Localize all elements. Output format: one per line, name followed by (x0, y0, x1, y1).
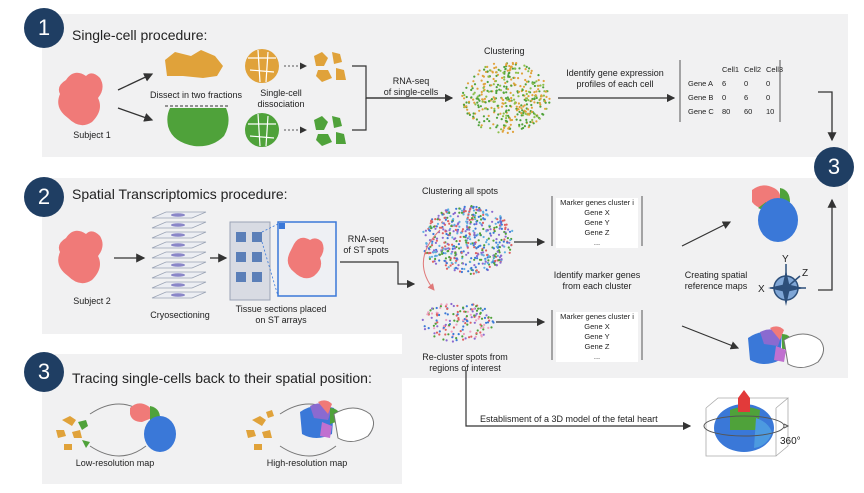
axis-x-label: X (758, 284, 765, 295)
reference-map-bottom-icon (748, 326, 824, 368)
deg360-label: 360° (780, 436, 801, 447)
expression-value: 0 (766, 79, 771, 88)
high-res-label: High-resolution map (266, 458, 348, 468)
rnaseq-st-label: RNA-seq of ST spots (343, 234, 389, 255)
orange-cells-icon (245, 49, 279, 83)
clustering-all-label: Clustering all spots (422, 186, 499, 196)
marker-box-title: Marker genes cluster i (560, 312, 634, 321)
3d-heart-model-icon (703, 390, 790, 457)
reference-map-top-icon (752, 185, 798, 242)
high-res-map-icon (246, 400, 374, 457)
marker-gene: ... (593, 238, 601, 247)
expression-value: 60 (744, 107, 753, 116)
green-dissociated-icon (314, 116, 346, 146)
green-fraction-icon (167, 108, 229, 147)
establish-3d-label: Establisment of a 3D model of the fetal … (480, 414, 658, 424)
st-cluster-scatter (422, 205, 514, 275)
expression-value: 6 (744, 93, 749, 102)
clustering-label: Clustering (484, 46, 525, 56)
expression-value: 0 (722, 93, 727, 102)
identify-markers-label: Identify marker genes from each cluster (553, 270, 641, 291)
axis-y-label: Y (782, 254, 789, 265)
st-array-icon (229, 221, 337, 301)
sc-dissociation-label: Single-cell dissociation (257, 88, 305, 109)
creating-maps-label: Creating spatial reference maps (684, 270, 748, 291)
identify-profiles-label: Identify gene expression profiles of eac… (566, 68, 664, 89)
subject1-label: Subject 1 (73, 130, 111, 140)
gene-name: Gene B (688, 93, 714, 102)
compass-icon (768, 264, 806, 306)
step-badge-1: 1 (24, 8, 64, 48)
dissect-label: Dissect in two fractions (150, 90, 243, 100)
tissue-sections-label: Tissue sections placed on ST arrays (235, 304, 327, 325)
marker-gene: Gene Y (584, 332, 610, 341)
step-badge-2: 2 (24, 177, 64, 217)
subject2-heart-icon (58, 230, 103, 284)
gene-name: Gene A (688, 79, 714, 88)
expression-header-cell: Cell1 (722, 65, 740, 74)
gene-name: Gene C (688, 107, 714, 116)
sc-cluster-scatter (461, 61, 551, 134)
expression-value: 0 (744, 79, 749, 88)
green-cells-icon (245, 113, 279, 147)
expression-value: 0 (766, 93, 771, 102)
orange-fraction-icon (165, 50, 223, 78)
marker-gene: ... (593, 352, 601, 361)
cryosectioning-label: Cryosectioning (150, 310, 210, 320)
expression-table-row: Gene A 6 0 0 (688, 78, 788, 89)
expression-header-cell: Cell3 (766, 65, 784, 74)
rnaseq-sc-label: RNA-seq of single-cells (383, 76, 439, 97)
subject2-label: Subject 2 (73, 296, 111, 306)
marker-gene: Gene X (584, 208, 610, 217)
expression-header-cell: Cell2 (744, 65, 762, 74)
step-badge-3: 3 (24, 352, 64, 392)
marker-gene: Gene Z (584, 342, 610, 351)
expression-table-row: Gene C 80 60 10 (688, 106, 788, 117)
step-badge-3-top: 3 (814, 147, 854, 187)
low-res-label: Low-resolution map (75, 458, 155, 468)
marker-box-title: Marker genes cluster i (560, 198, 634, 207)
expression-table-header: Cell1 Cell2 Cell3 (688, 64, 788, 75)
marker-gene: Gene X (584, 322, 610, 331)
single-cell-title: Single-cell procedure: (72, 27, 208, 43)
low-res-map-icon (56, 403, 176, 457)
marker-gene: Gene Y (584, 218, 610, 227)
marker-gene: Gene Z (584, 228, 610, 237)
tracing-title: Tracing single-cells back to their spati… (72, 370, 372, 386)
expression-value: 6 (722, 79, 727, 88)
expression-table-row: Gene B 0 6 0 (688, 92, 788, 103)
spatial-title: Spatial Transcriptomics procedure: (72, 186, 288, 202)
axis-z-label: Z (802, 268, 809, 279)
recluster-label: Re-cluster spots from regions of interes… (422, 352, 508, 373)
expression-value: 10 (766, 107, 775, 116)
recluster-scatter (421, 302, 495, 343)
cryosection-stack-icon (151, 211, 207, 299)
orange-dissociated-icon (314, 52, 346, 82)
expression-value: 80 (722, 107, 731, 116)
subject1-heart-icon (58, 72, 103, 126)
